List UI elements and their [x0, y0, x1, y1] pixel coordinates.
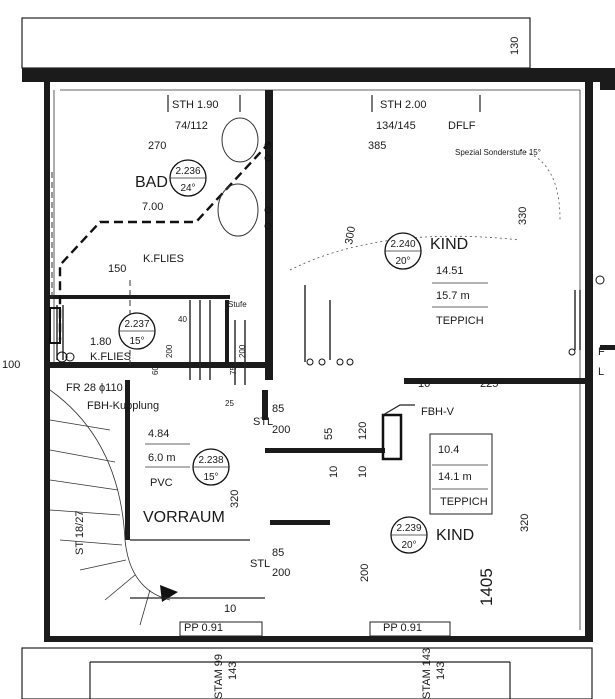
room-bad-area: 7.00 [142, 201, 163, 213]
room-vorraum-floor: PVC [150, 477, 173, 489]
dim-diag-300: 300 [343, 225, 358, 245]
dim-10d: 10 [224, 603, 236, 615]
right-l: L [598, 366, 604, 378]
dim-200-top: 200 [272, 424, 290, 436]
dim-225: 225 [480, 378, 498, 390]
room-bad-temp: 24° [180, 183, 195, 194]
fr-label: FR 28 ϕ110 [66, 382, 123, 394]
room-vorraum-area: 4.84 [148, 428, 169, 440]
wall-bad-bottom [50, 362, 265, 368]
room-kind-top-perim: 15.7 m [436, 290, 470, 302]
heating-pipes [49, 141, 605, 385]
stam-left: STAM 99 [213, 654, 225, 699]
window-kind: 134/145 [376, 120, 416, 132]
stam-right-h: 143 [435, 662, 447, 680]
room-vorraum-temp: 15° [203, 472, 218, 483]
dim-120: 120 [357, 422, 369, 440]
room-kind-top-temp: 20° [395, 256, 410, 267]
room-kind-top-floor: TEPPICH [436, 315, 484, 327]
room-bad-floor: K.FLIES [143, 253, 184, 265]
dim-40: 40 [178, 315, 187, 324]
plan-text: 130 STH 1.90 STH 2.00 74/112 134/145 DFL… [2, 37, 605, 699]
bottom-wall [44, 636, 593, 642]
room-markers [118, 159, 428, 554]
fbh-kupplung: FBH-Kupplung [87, 400, 159, 412]
room-kind-top-area: 14.51 [436, 265, 464, 277]
fbh-v-box [381, 413, 403, 461]
dim-kind-width: 385 [368, 140, 386, 152]
dim-200-bot: 200 [272, 567, 290, 579]
dim-320-vorraum: 320 [229, 490, 241, 508]
stam-left-h: 143 [227, 662, 239, 680]
dim-stl-top: STL [253, 416, 273, 428]
bottom-roof-box [21, 647, 593, 699]
room-vorraum-name: VORRAUM [143, 509, 225, 526]
room-kind-top-name: KIND [430, 236, 468, 253]
room-wc-area: 1.80 [90, 336, 111, 348]
top-roof-box [21, 17, 531, 69]
stair-label: ST 18/27 [74, 511, 86, 555]
openings [167, 95, 481, 637]
sth-190: STH 1.90 [172, 99, 218, 111]
stufe-label: Stufe [228, 300, 247, 309]
pp-right: PP 0.91 [383, 622, 422, 634]
dim-150: 150 [108, 263, 126, 275]
dim-55: 55 [323, 428, 335, 440]
dim-stl-bot: STL [250, 558, 270, 570]
staircase [49, 389, 265, 626]
dim-85-top: 85 [272, 403, 284, 415]
room-wc-floor: K.FLIES [90, 351, 131, 363]
dim-10b: 10 [357, 466, 369, 478]
wall-bad-kind [265, 90, 273, 380]
room-kind-top-number: 2.240 [390, 239, 415, 250]
bathroom-fixtures [217, 117, 561, 271]
dim-top-130: 130 [509, 37, 521, 55]
heating-note: Spezial Sonderstufe 15° [455, 148, 541, 157]
dim-200-left: 200 [165, 344, 174, 358]
window-bad: 74/112 [175, 120, 208, 132]
room-kind-bottom-area: 10.4 [438, 444, 459, 456]
right-f: F [598, 346, 605, 358]
dim-60: 60 [151, 366, 160, 375]
dim-200-center: 200 [359, 564, 371, 582]
dim-left-100: 100 [2, 359, 20, 371]
room-kind-bottom-name: KIND [436, 527, 474, 544]
dim-200-wc: 200 [238, 344, 247, 358]
room-vorraum-number: 2.238 [198, 455, 223, 466]
room-info-lines [145, 282, 493, 515]
dim-320-kind: 320 [519, 514, 531, 532]
fbh-v-label: FBH-V [421, 406, 455, 418]
interior-walls [50, 90, 585, 541]
room-kind-bottom-perim: 14.1 m [438, 471, 472, 483]
room-bad-number: 2.236 [175, 166, 200, 177]
room-vorraum-perim: 6.0 m [148, 452, 176, 464]
left-wall [44, 82, 50, 642]
dim-1405: 1405 [477, 568, 496, 606]
dim-85-bot: 85 [272, 547, 284, 559]
room-kind-bottom-temp: 20° [401, 540, 416, 551]
pp-left: PP 0.91 [184, 622, 223, 634]
walls [21, 17, 615, 699]
dim-25: 25 [225, 399, 234, 408]
room-wc-number: 2.237 [124, 319, 149, 330]
stam-right: STAM 143 [421, 648, 433, 699]
dim-bad-width: 270 [148, 140, 166, 152]
wall-kind-top-bottom [404, 378, 585, 384]
window-kind-type: DFLF [448, 120, 476, 132]
room-kind-bottom-number: 2.239 [396, 523, 421, 534]
room-wc-temp: 15° [129, 336, 144, 347]
dim-10c: 10 [328, 466, 340, 478]
dim-75: 75 [229, 366, 238, 375]
room-kind-bottom-floor: TEPPICH [440, 496, 488, 508]
right-wall [585, 82, 593, 642]
dim-10a: 10 [418, 378, 430, 390]
dim-kind-side: 330 [517, 207, 529, 225]
sth-200: STH 2.00 [380, 99, 426, 111]
room-bad-name: BAD [135, 174, 168, 191]
top-wall [22, 68, 615, 82]
